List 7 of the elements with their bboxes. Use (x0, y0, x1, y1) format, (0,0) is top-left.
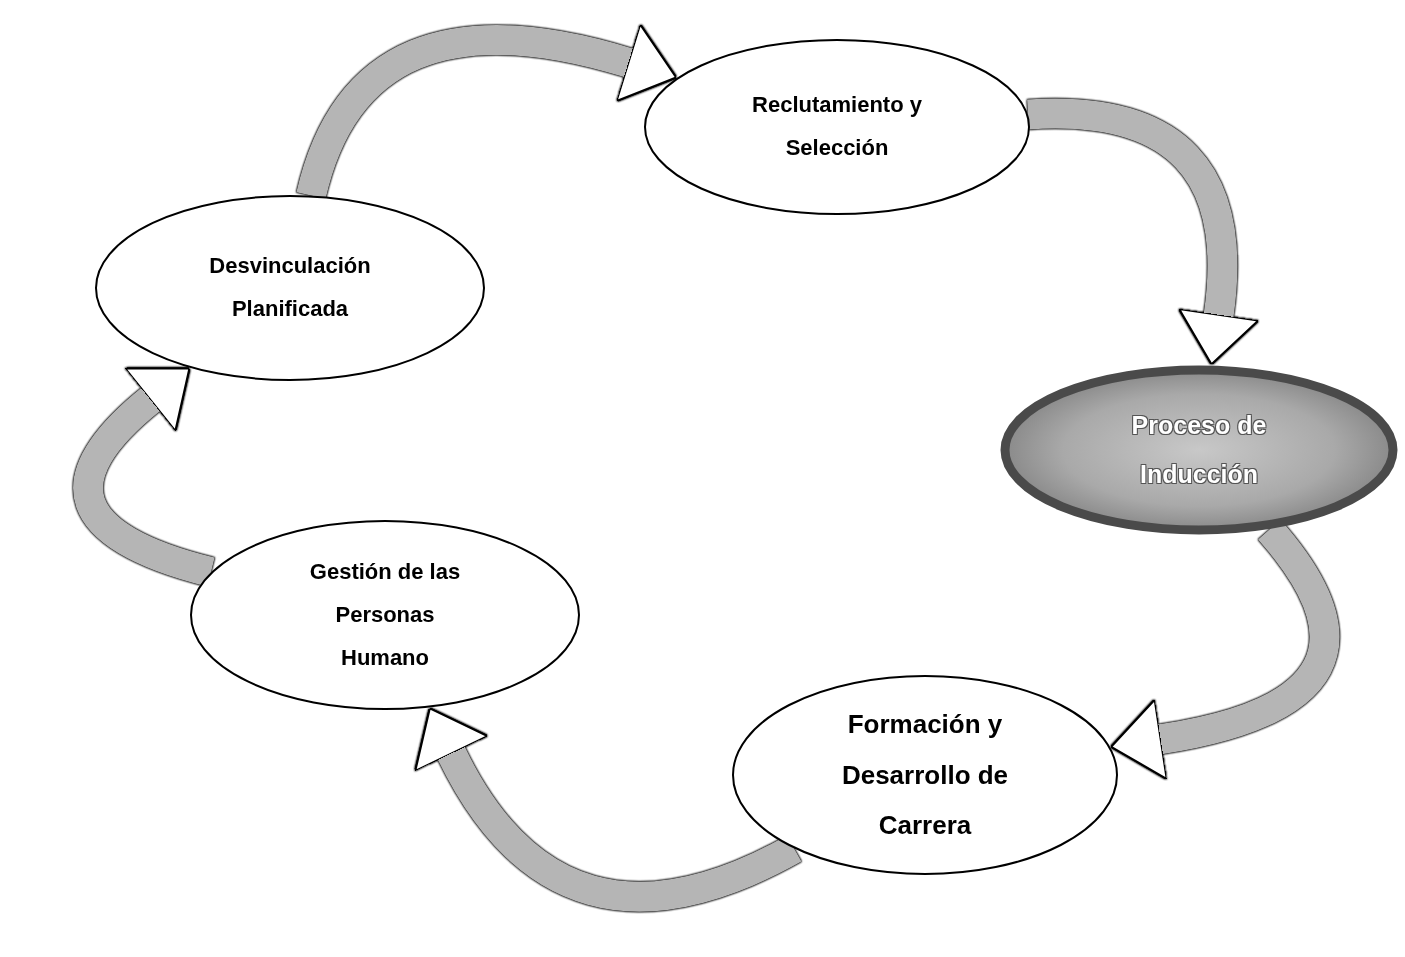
curved-arrow (1027, 98, 1260, 366)
curved-arrow (415, 708, 801, 912)
node-label: Reclutamiento y Selección (751, 91, 923, 162)
node-label: Desvinculación Planificada (208, 252, 372, 323)
node-label: Proceso de Inducción (1130, 410, 1268, 490)
node-label: Gestión de las Personas Humano (308, 557, 462, 672)
node-label: Formación y Desarrollo de Carrera (840, 707, 1010, 843)
